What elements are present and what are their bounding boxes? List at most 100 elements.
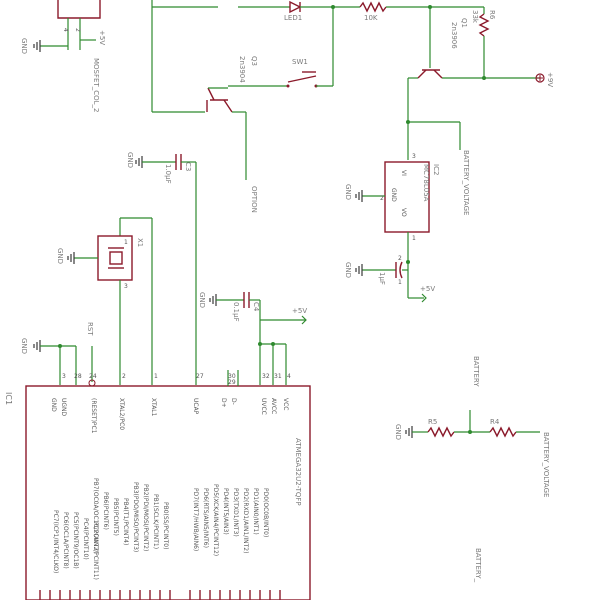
svg-text:2: 2 [122,373,126,380]
svg-text:XTAL2/PC0: XTAL2/PC0 [118,398,125,430]
svg-text:2: 2 [398,255,402,262]
ic1-port-b: PB7(OC0A/OC1C/PCINT7) PB6(PCINT6) PB5(PC… [92,478,169,554]
svg-text:3: 3 [412,153,416,160]
svg-text:PD5(XCK/AIN4/PCINT12): PD5(XCK/AIN4/PCINT12) [212,484,219,556]
rst-gnd-lines: GND RST [20,322,96,387]
svg-text:3: 3 [62,373,66,380]
ic2-vo: VO [400,208,407,217]
svg-text:VCC: VCC [282,398,289,410]
ic1-port-d: PD7(INT7/HWB/AIN6) PD6(RTS/AIN5/INT6) PD… [192,484,269,556]
gnd-label-c1: GND [344,262,352,278]
svg-text:2: 2 [74,28,81,32]
svg-text:PC4(PCINT10): PC4(PCINT10) [82,518,89,560]
svg-text:PB0(SS/PCINT0): PB0(SS/PCINT0) [162,502,169,549]
svg-text:1: 1 [154,373,158,380]
x1-label: X1 [136,238,144,247]
c1-capacitor: 1 2 1µF GND +5V [344,255,435,303]
svg-text:PD6(RTS/AIN5/INT6): PD6(RTS/AIN5/INT6) [202,488,209,548]
svg-text:GND: GND [50,398,57,412]
v9-supply: +9V [535,72,554,87]
svg-text:PC6(OC1A/PCINT8): PC6(OC1A/PCINT8) [62,512,69,569]
gnd-label-ic2: GND [344,184,352,200]
svg-text:PD0(OC0B/INT0): PD0(OC0B/INT0) [262,488,269,537]
ic1-bottom-stubs [39,590,281,600]
svg-text:D+: D+ [220,398,227,408]
svg-text:30: 30 [228,373,236,380]
battery-truncated-label: BATTERY_ [474,548,482,583]
q3-label: Q3 [250,56,258,66]
r5-label: R5 [428,418,437,426]
c4-capacitor: C4 0.1µF GND +5V [198,292,307,325]
rst-label: RST [86,322,94,336]
svg-text:PD2(RXD1/AIN1/INT2): PD2(RXD1/AIN1/INT2) [242,488,249,553]
r6-value: 33k [471,10,479,24]
r10k-symbol [359,1,387,13]
svg-text:XTAL1: XTAL1 [150,398,157,417]
ic2-gnd: GND [390,188,397,202]
mosfet-net-label: MOSFET_COL_2 [92,58,100,112]
ic1-port-c: PC7(ICP1/INT4/CLKO) PC6(OC1A/PCINT8) PC5… [52,510,99,580]
svg-text:PB7(OC0A/OC1C/PCINT7): PB7(OC0A/OC1C/PCINT7) [92,478,99,554]
svg-text:PC5(PCINT9/OC1B): PC5(PCINT9/OC1B) [72,512,79,569]
r6-resistor: R6 33k [471,7,496,78]
svg-text:27: 27 [196,373,204,380]
svg-text:(RESET)PC1: (RESET)PC1 [90,398,97,434]
battery-label: BATTERY [472,356,480,387]
svg-text:1: 1 [398,279,402,286]
ic1-top-pins: 28 3 24 2 1 27 30 29 32 31 4 UGND GND (R… [50,373,291,434]
gnd-label-c3: GND [126,152,134,168]
gnd-label: GND [20,38,28,54]
c3-capacitor: GND C3 1.0µF [126,152,197,385]
svg-text:PD7(INT7/HWB/AIN6): PD7(INT7/HWB/AIN6) [192,488,199,551]
svg-text:UVCC: UVCC [260,398,267,415]
svg-text:PC2(AIN2/PCINT11): PC2(AIN2/PCINT11) [92,522,99,580]
led-label: LED1 [284,14,302,22]
svg-text:UGND: UGND [60,398,67,417]
q1-label: Q1 [460,18,468,28]
gnd-label-c4: GND [198,292,206,308]
ic2-label: IC2 [432,164,440,175]
v9-label: +9V [546,72,554,87]
c3-label: C3 [184,162,192,171]
r6-label: R6 [488,10,496,20]
option-label: OPTION [250,186,258,213]
svg-text:2: 2 [380,195,384,202]
svg-text:1: 1 [412,235,416,242]
svg-text:PB4(T1/PCINT4): PB4(T1/PCINT4) [122,498,129,545]
gnd-label-r5: GND [394,424,402,440]
q1-value: 2n3906 [450,22,458,49]
v5-label-c1: +5V [420,285,435,293]
svg-text:4: 4 [62,28,69,32]
svg-text:PD4(INT5/AIN3): PD4(INT5/AIN3) [222,488,229,535]
svg-text:PD1(AIN0/INT1): PD1(AIN0/INT1) [252,488,259,535]
svg-text:D-: D- [230,398,237,405]
c4-label: C4 [252,302,260,312]
svg-text:1: 1 [124,239,128,246]
q3-value: 2n3904 [238,56,246,83]
svg-text:PC7(ICP1/INT4/CLKO): PC7(ICP1/INT4/CLKO) [52,510,59,573]
svg-text:29: 29 [228,379,236,386]
c1-value: 1µF [378,272,386,285]
ic1-value: ATMEGA32U2-TQFP [294,438,302,506]
c4-value: 0.1µF [232,302,240,322]
svg-text:PB3(PDO/MISO/PCINT3): PB3(PDO/MISO/PCINT3) [132,482,139,552]
r4-label: R4 [490,418,500,426]
q3-switch-group: SW1 Q3 2n3904 OPTION [152,7,334,213]
q1-transistor: Q1 2n3906 [407,18,540,140]
sw1-label: SW1 [292,58,308,66]
ic2-regulator: 3 1 2 VI GND VO IC2 MC78L05A GND BATTERY… [344,120,470,262]
svg-text:3: 3 [124,283,128,290]
mosfet-connector: 4 2 GND +5V MOSFET_COL_2 [20,0,106,112]
gnd-label-x1: GND [56,248,64,264]
svg-text:24: 24 [89,373,97,380]
ic1-top-stubs [227,370,239,386]
x1-crystal: 1 3 X1 GND [56,217,153,385]
svg-text:PB1(SCLK/PCINT1): PB1(SCLK/PCINT1) [152,494,159,549]
ic2-value: MC78L05A [422,164,430,202]
svg-text:32: 32 [262,373,270,380]
svg-text:28: 28 [74,373,82,380]
svg-text:PD3(TXD1/INT3): PD3(TXD1/INT3) [232,488,239,537]
v5-label: +5V [98,30,106,45]
svg-text:AVCC: AVCC [270,398,277,414]
